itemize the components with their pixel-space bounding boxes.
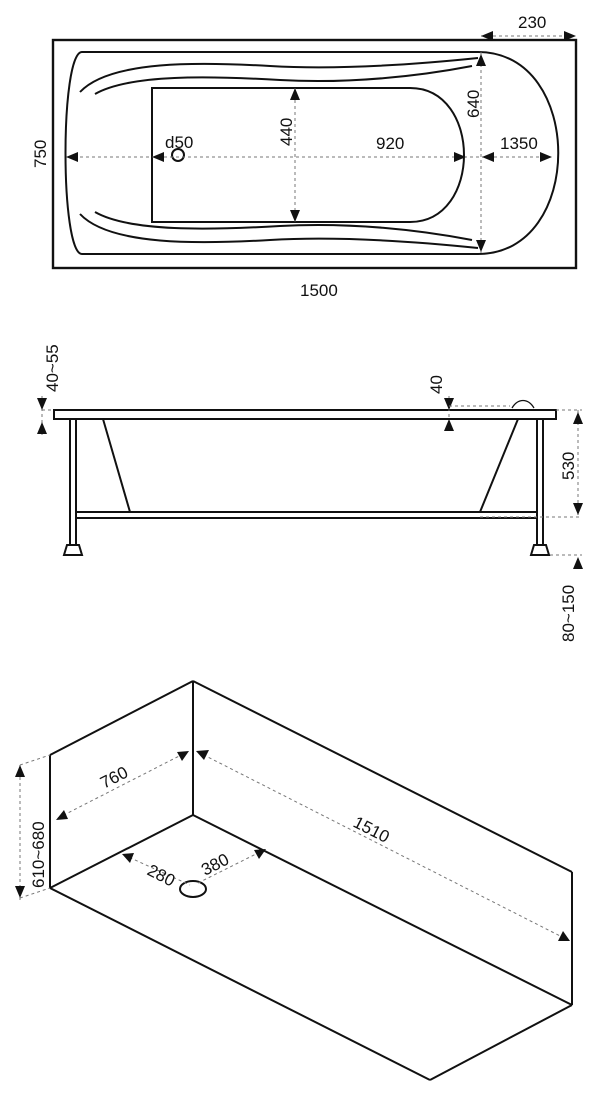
dim-overall-length: 1500 bbox=[300, 281, 338, 300]
dim-overall-width: 750 bbox=[31, 140, 50, 168]
niche-edge-top-back bbox=[192, 680, 573, 873]
top-outer-frame bbox=[51, 38, 578, 270]
niche-floor-front bbox=[49, 887, 431, 1081]
niche-760-arrow-right bbox=[177, 751, 189, 761]
niche-280-arrow bbox=[122, 853, 134, 863]
niche-height-ext-bottom bbox=[19, 887, 51, 899]
dim-bottom-width: 440 bbox=[277, 118, 296, 146]
top-tub-contour bbox=[64, 51, 560, 255]
side-4055-arrow-up bbox=[37, 422, 47, 434]
side-leg-arrow-up bbox=[573, 557, 583, 569]
dim-niche-length: 1510 bbox=[350, 813, 392, 847]
dim-niche-depth: 760 bbox=[97, 763, 131, 793]
top-440-arrow-down bbox=[290, 210, 300, 222]
top-bottom-outline bbox=[151, 87, 465, 223]
dim-tub-depth: 530 bbox=[559, 452, 578, 480]
side-rim bbox=[53, 409, 557, 420]
side-530-arrow-down bbox=[573, 503, 583, 515]
dim-drain: d50 bbox=[165, 133, 193, 152]
top-arrow-inner-left bbox=[482, 152, 494, 162]
side-crossbar bbox=[75, 511, 538, 519]
niche-760-arrow-left bbox=[56, 810, 68, 820]
niche-380-dim-line bbox=[197, 849, 265, 884]
niche-drain bbox=[179, 880, 207, 898]
niche-height-arrow-down bbox=[15, 886, 25, 898]
dim-inner-width: 640 bbox=[464, 90, 483, 118]
top-440-arrow-up bbox=[290, 88, 300, 100]
top-upper-wave-1 bbox=[79, 57, 479, 93]
side-4055-arrow-down bbox=[37, 398, 47, 410]
dim-rim-depth: 40 bbox=[427, 375, 446, 394]
top-view: 230 1500 750 640 440 920 1350 d50 bbox=[31, 13, 578, 300]
side-40-arrow-down bbox=[444, 398, 454, 410]
dim-drain-offset-side: 280 bbox=[144, 861, 178, 891]
niche-floor-left bbox=[49, 814, 194, 889]
side-tub-body bbox=[102, 418, 519, 513]
dim-niche-height: 610~680 bbox=[29, 821, 48, 888]
top-lower-wave-2 bbox=[94, 211, 473, 241]
top-640-arrow-down bbox=[476, 240, 486, 252]
niche-1510-arrow-left bbox=[196, 750, 209, 760]
dim-rim-thickness: 40~55 bbox=[43, 344, 62, 392]
dim-bottom-length: 920 bbox=[376, 134, 404, 153]
niche-floor-back bbox=[192, 814, 573, 1006]
top-upper-wave-2 bbox=[94, 65, 473, 95]
top-640-arrow-up bbox=[476, 54, 486, 66]
top-lower-wave-1 bbox=[79, 213, 479, 249]
top-arrow-left bbox=[66, 152, 78, 162]
top-arrow-inner-right bbox=[540, 152, 552, 162]
side-530-arrow-up bbox=[573, 412, 583, 424]
niche-height-ext-top bbox=[19, 754, 51, 766]
dim-rim-width: 230 bbox=[518, 13, 546, 32]
niche-760-dim-line bbox=[57, 751, 188, 819]
niche-height-arrow-up bbox=[15, 765, 25, 777]
side-overflow bbox=[511, 399, 535, 409]
top-drain-circle bbox=[171, 148, 185, 162]
side-foot-right bbox=[529, 544, 551, 556]
dim-drain-offset-end: 380 bbox=[198, 850, 232, 880]
side-view: 40~55 40 530 80~150 bbox=[37, 344, 583, 642]
top-230-arrow-left bbox=[481, 31, 493, 41]
top-arrow-bottom-right bbox=[454, 152, 466, 162]
niche-380-arrow bbox=[254, 849, 266, 859]
side-foot-left bbox=[62, 544, 84, 556]
top-230-arrow-right bbox=[564, 31, 576, 41]
niche-view: 760 1510 610~680 280 380 bbox=[15, 680, 573, 1081]
top-arrow-bottom-left bbox=[152, 152, 164, 162]
niche-edge-top-left bbox=[49, 680, 194, 756]
dim-leg-adjust: 80~150 bbox=[559, 585, 578, 642]
side-40-arrow-up bbox=[444, 419, 454, 431]
niche-1510-arrow-right bbox=[558, 931, 570, 941]
dim-inner-length: 1350 bbox=[500, 134, 538, 153]
niche-floor-right bbox=[429, 1004, 573, 1081]
niche-280-dim-line bbox=[123, 854, 191, 886]
